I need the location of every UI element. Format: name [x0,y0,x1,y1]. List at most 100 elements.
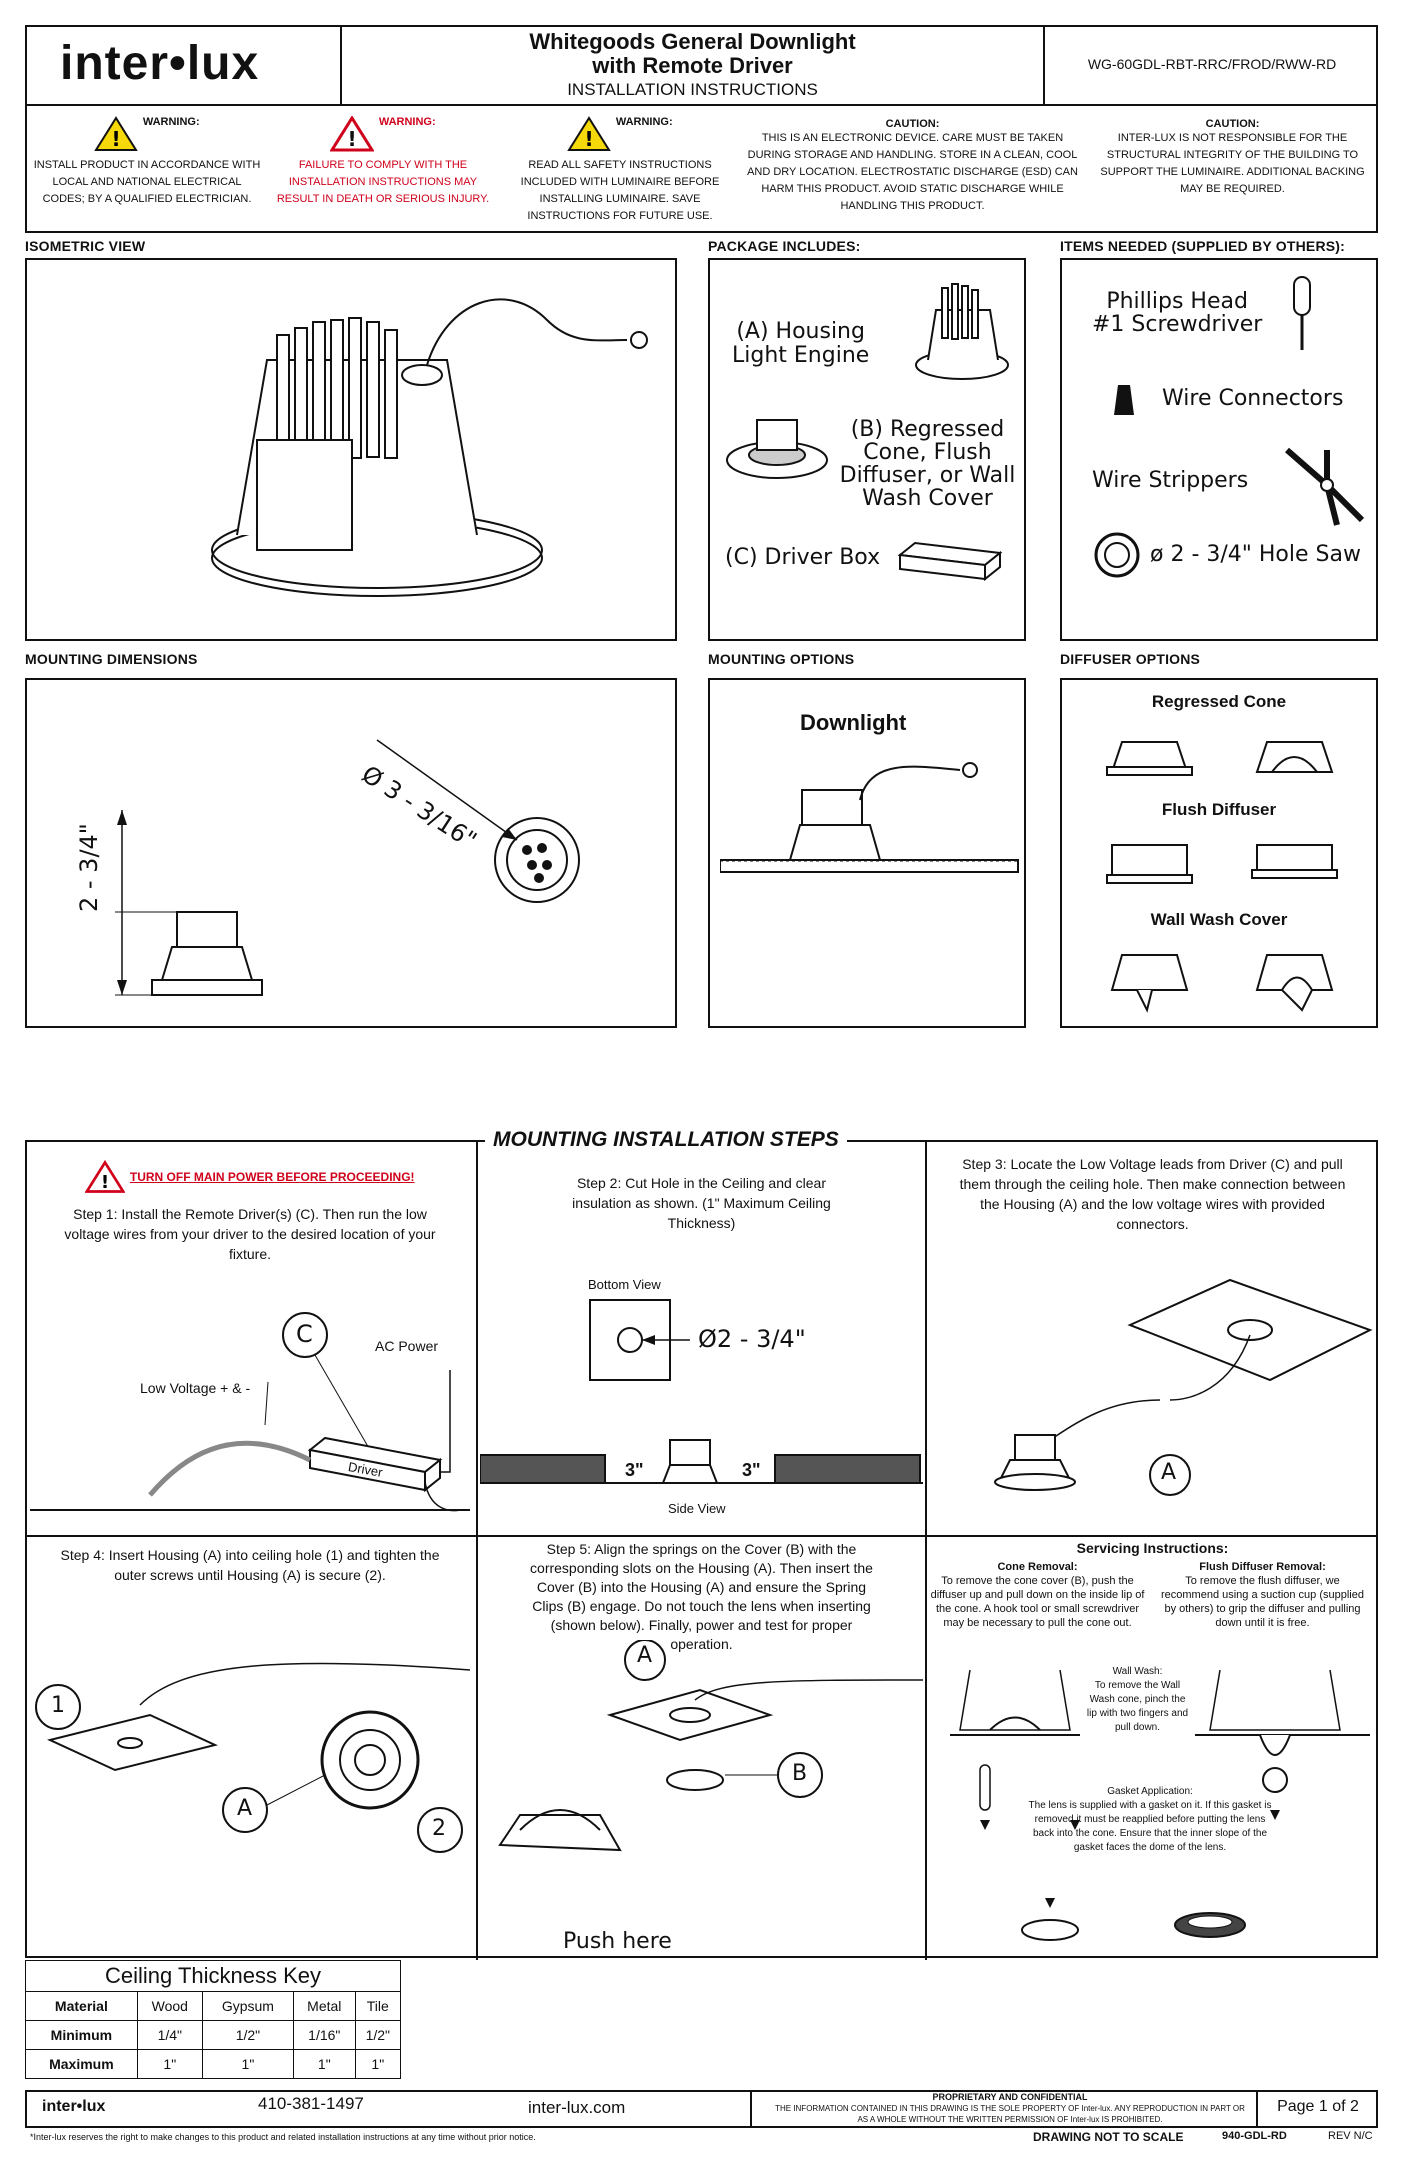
warning-triangle-icon: ! [567,116,612,151]
warning-1-heading: WARNING: [142,116,200,128]
steps-vline-2 [925,1140,927,1960]
steps-title: MOUNTING INSTALLATION STEPS [485,1128,847,1152]
step-4-text: Step 4: Insert Housing (A) into ceiling … [60,1547,440,1583]
push-here-label: Push here [563,1929,672,1954]
step-2-cell: Step 2: Cut Hole in the Ceiling and clea… [480,1165,923,1535]
step-1-cell: ! TURN OFF MAIN POWER BEFORE PROCEEDING!… [30,1159,470,1530]
ac-power-label: AC Power [375,1338,439,1354]
wall-wash-text: To remove the Wall Wash cone, pinch the … [1086,1680,1189,1733]
diffuser-opt-label: DIFFUSER OPTIONS [1060,651,1201,667]
model-number: WG-60GDL-RBT-RRC/FROD/RWW-RD [1087,56,1337,72]
svg-text:!: ! [585,127,594,151]
power-warning: TURN OFF MAIN POWER BEFORE PROCEEDING! [129,1170,415,1184]
gasket-text: The lens is supplied with a gasket on it… [1028,1800,1272,1853]
caution-2-heading: CAUTION: [1205,118,1260,130]
flush-removal: Flush Diffuser Removal: To remove the fl… [1155,1560,1370,1630]
warnings-frame [25,106,1378,233]
document-title: Whitegoods General Downlight with Remote… [345,30,1040,100]
step-3-text: Step 3: Locate the Low Voltage leads fro… [959,1156,1346,1232]
svg-text:!: ! [112,127,121,151]
servicing-cell: Servicing Instructions: Cone Removal: To… [930,1540,1375,1955]
mounting-options-panel: Downlight [708,678,1026,1028]
strippers-label: Wire Strippers [1092,468,1249,493]
regressed-cone-label: Regressed Cone [1151,692,1287,711]
svg-text:!: ! [101,1172,109,1193]
caution-2-text: INTER-LUX IS NOT RESPONSIBLE FOR THE STR… [1100,132,1365,195]
cone-removal-text: To remove the cone cover (B), push the d… [930,1575,1145,1629]
step-1-text: Step 1: Install the Remote Driver(s) (C)… [64,1206,436,1262]
ceiling-key-table: Material Wood Gypsum Metal Tile Minimum … [25,1991,402,2079]
mounting-dimensions-panel: Ø 3 - 3/16" 2 - 3/4" [25,678,677,1028]
warning-2-heading: WARNING: [378,116,436,128]
side-view-label: Side View [668,1501,726,1516]
warning-triangle-icon: ! [94,116,139,151]
servicing-title: Servicing Instructions: [1076,1540,1229,1556]
steps-vline-1 [476,1140,478,1960]
ceiling-key: Ceiling Thickness Key Material Wood Gyps… [25,1960,402,2079]
svg-text:!: ! [348,127,357,151]
bottom-view-label: Bottom View [588,1277,661,1292]
step-5-label-a: A [637,1643,653,1668]
header-divider-left [340,25,342,106]
step-4-drawing [35,1662,470,1853]
housing-icon [915,283,1009,380]
warning-1: ! WARNING: INSTALL PRODUCT IN ACCORDANCE… [32,116,262,208]
step-2-text: Step 2: Cut Hole in the Ceiling and clea… [572,1175,831,1231]
ceiling-key-title: Ceiling Thickness Key [25,1960,401,1991]
footer-logo: inter•lux [42,2098,106,2115]
low-voltage-label: Low Voltage + & - [140,1380,251,1396]
items-label: ITEMS NEEDED (SUPPLIED BY OTHERS): [1060,238,1346,254]
warning-3-text: READ ALL SAFETY INSTRUCTIONS INCLUDED WI… [520,159,720,222]
subtitle: INSTALLATION INSTRUCTIONS [567,80,818,99]
step-5-text: Step 5: Align the springs on the Cover (… [530,1541,873,1652]
footer-phone[interactable]: 410-381-1497 [258,2094,364,2113]
regressed-cone-drawings [1106,741,1334,776]
step-3-a-label: A [1161,1460,1177,1485]
title-line-1: Whitegoods General Downlight [529,29,856,54]
header-divider-right [1043,25,1045,106]
caution-1-heading: CAUTION: [885,118,940,130]
footer-website[interactable]: inter-lux.com [528,2098,626,2117]
package-a-label: (A) Housing Light Engine [732,319,870,368]
footer-frame [25,2090,1378,2128]
warning-3-heading: WARNING: [615,116,673,128]
dimensions-drawing [115,739,580,996]
step-4-label-1: 1 [51,1693,65,1718]
header-frame [25,25,1378,106]
items-panel: Phillips Head #1 Screwdriver Wire Connec… [1060,258,1378,641]
step-2-drawing [480,1299,923,1484]
step-5-cell: Step 5: Align the springs on the Cover (… [480,1540,923,1955]
wire-stripper-icon [1285,447,1365,526]
step-5-label-b: B [792,1761,808,1786]
hole-saw-icon [1094,532,1140,578]
cone-removal-heading: Cone Removal: [997,1561,1078,1573]
flush-removal-heading: Flush Diffuser Removal: [1199,1561,1326,1573]
gasket-heading: Gasket Application: [1107,1786,1193,1797]
revision: REV N/C [1328,2130,1373,2142]
footer-proprietary: PROPRIETARY AND CONFIDENTIAL THE INFORMA… [775,2092,1245,2125]
footer-disclaimer: *Inter-lux reserves the right to make ch… [30,2132,536,2142]
footer-divider-1 [750,2090,752,2128]
holesaw-label: ø 2 - 3/4" Hole Saw [1150,542,1361,567]
step-4-label-a: A [237,1796,253,1821]
connectors-label: Wire Connectors [1162,386,1344,411]
servicing-drawing [950,1669,1370,1941]
title-line-2: with Remote Driver [592,53,793,78]
isometric-fixture-drawing [211,298,648,597]
diffuser-options-panel: Regressed Cone Flush Diffuser Wall Wash … [1060,678,1378,1028]
ceiling-key-row: Maximum 1" 1" 1" 1" [25,2049,402,2079]
logo-text: inter•lux [60,37,260,90]
warning-1-text: INSTALL PRODUCT IN ACCORDANCE WITH LOCAL… [33,159,261,205]
step-4-label-2: 2 [432,1816,446,1841]
mounting-dim-label: MOUNTING DIMENSIONS [25,651,198,667]
flush-removal-text: To remove the flush diffuser, we recomme… [1160,1575,1364,1629]
caution-1: CAUTION: THIS IS AN ELECTRONIC DEVICE. C… [740,118,1085,215]
step-3-drawing [994,1278,1373,1496]
mounting-opt-label: MOUNTING OPTIONS [708,651,855,667]
package-panel: (A) Housing Light Engine (B) Regressed C… [708,258,1026,641]
height-dimension: 2 - 3/4" [75,823,103,912]
flush-diffuser-label: Flush Diffuser [1161,800,1277,819]
cover-icon [726,419,828,479]
proprietary-heading: PROPRIETARY AND CONFIDENTIAL [932,2092,1088,2102]
proprietary-text: THE INFORMATION CONTAINED IN THIS DRAWIN… [775,2104,1245,2124]
